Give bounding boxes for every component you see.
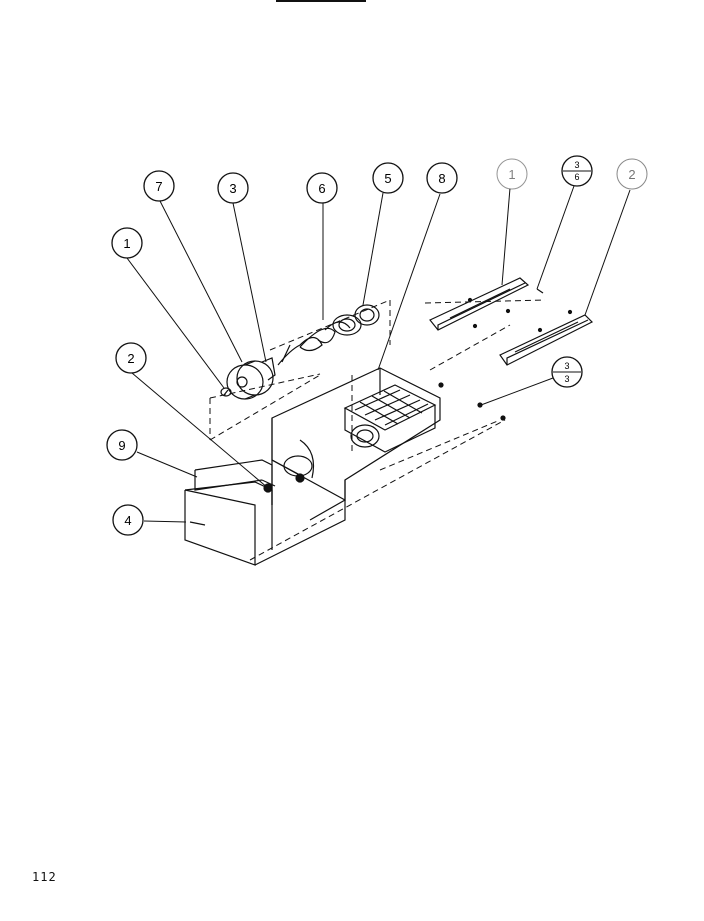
callout-7: 7 bbox=[143, 170, 175, 202]
crusher-grate bbox=[343, 384, 437, 453]
fraction-top: 3 bbox=[574, 160, 579, 170]
callout-label: 2 bbox=[127, 351, 134, 366]
callout-label: 4 bbox=[124, 513, 131, 528]
leader-lines bbox=[126, 185, 631, 523]
callout-5: 5 bbox=[372, 162, 404, 194]
callout-3: 3 bbox=[217, 172, 249, 204]
callout-8: 8 bbox=[426, 162, 458, 194]
door-housing bbox=[184, 459, 346, 566]
screws bbox=[438, 297, 506, 421]
callout-label: 3 bbox=[229, 181, 236, 196]
callout-label: 1 bbox=[508, 167, 515, 182]
callout-label: 1 bbox=[123, 236, 130, 251]
callout-fraction-3-6: 3 6 bbox=[561, 155, 593, 187]
callout-4: 4 bbox=[112, 504, 144, 536]
callout-label: 8 bbox=[438, 171, 445, 186]
callouts: 7 3 6 5 8 1 2 1 bbox=[106, 155, 648, 536]
callout-label: 7 bbox=[155, 179, 162, 194]
callout-2-right: 2 bbox=[616, 158, 648, 190]
page-number: 112 bbox=[32, 870, 57, 884]
callout-label: 6 bbox=[318, 181, 325, 196]
fraction-bottom: 3 bbox=[564, 374, 569, 384]
header-rule bbox=[276, 0, 366, 2]
fraction-top: 3 bbox=[564, 361, 569, 371]
bearing-rings bbox=[332, 304, 380, 336]
callout-label: 5 bbox=[384, 171, 391, 186]
callout-fraction-3-3: 3 3 bbox=[551, 356, 583, 388]
callout-6: 6 bbox=[306, 172, 338, 204]
lower-slide-rail bbox=[499, 309, 594, 366]
callout-label: 9 bbox=[118, 438, 125, 453]
callout-2-left: 2 bbox=[115, 342, 147, 374]
callout-1-right: 1 bbox=[496, 158, 528, 190]
callout-1-left: 1 bbox=[111, 227, 143, 259]
upper-slide-rail bbox=[429, 277, 544, 331]
parts-drawing bbox=[126, 185, 631, 566]
motor-assembly bbox=[220, 357, 276, 400]
auger-spring bbox=[277, 321, 351, 366]
callout-label: 2 bbox=[628, 167, 635, 182]
callout-9: 9 bbox=[106, 429, 138, 461]
fraction-bottom: 6 bbox=[574, 172, 579, 182]
